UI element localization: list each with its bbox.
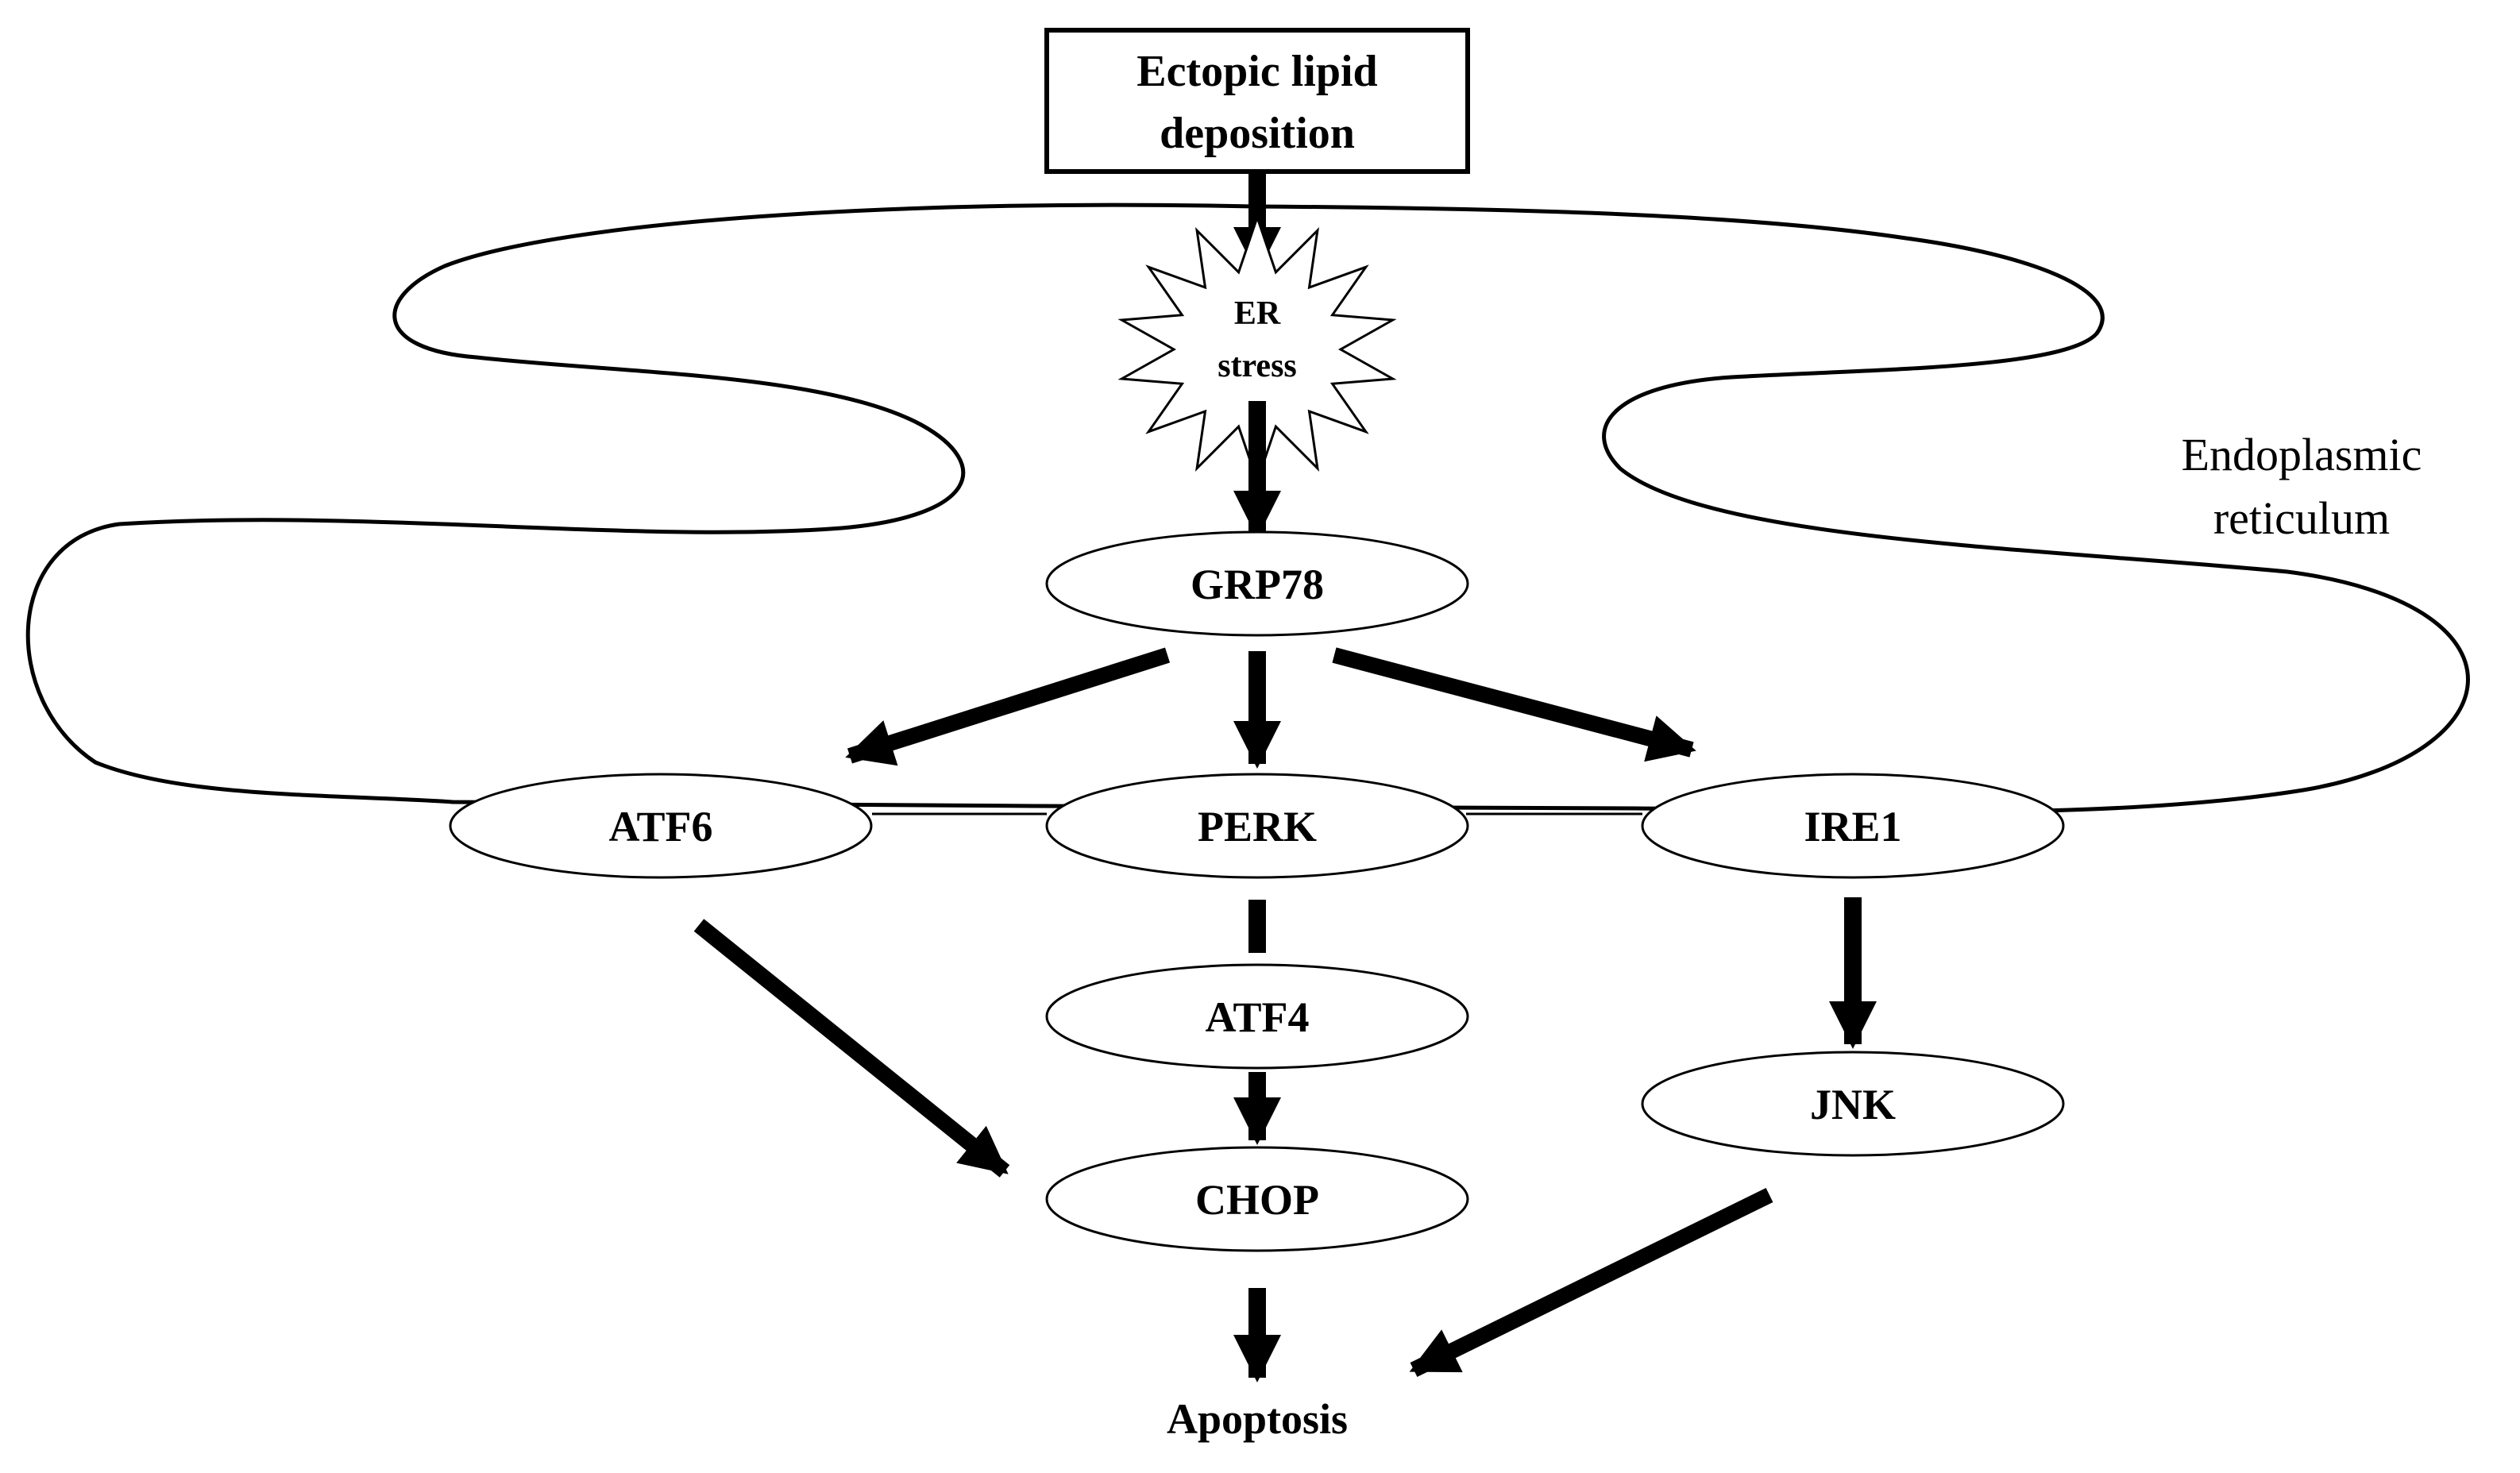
chop-label: CHOP (1195, 1176, 1319, 1224)
arrow-grp78-to-ire1 (1332, 647, 1696, 762)
source-box-line2: deposition (1160, 109, 1355, 158)
node-grp78: GRP78 (1045, 530, 1469, 637)
node-atf4: ATF4 (1045, 963, 1469, 1070)
atf4-label: ATF4 (1206, 993, 1310, 1041)
node-jnk: JNK (1641, 1051, 2065, 1157)
er-label-line1: Endoplasmic (2182, 429, 2422, 480)
er-label-line2: reticulum (2213, 492, 2390, 544)
perk-label: PERK (1198, 803, 1317, 850)
node-chop: CHOP (1045, 1146, 1469, 1252)
apoptosis-label: Apoptosis (1167, 1395, 1348, 1443)
ire1-label: IRE1 (1804, 803, 1901, 850)
source-box-line1: Ectopic lipid (1137, 47, 1377, 96)
arrow-atf6-to-chop (693, 919, 1010, 1178)
node-ire1: IRE1 (1641, 773, 2065, 879)
ectopic-lipid-deposition-box: Ectopic lipid deposition (1044, 28, 1470, 174)
node-atf6: ATF6 (449, 773, 873, 879)
er-stress-line2: stress (1218, 348, 1297, 384)
arrow-grp78-to-atf6 (845, 647, 1171, 766)
atf6-label: ATF6 (609, 803, 713, 850)
node-perk: PERK (1045, 773, 1469, 879)
arrow-jnk-to-apoptosis (1409, 1188, 1773, 1377)
grp78-label: GRP78 (1191, 561, 1324, 608)
er-stress-burst: ER stress (1117, 214, 1397, 485)
jnk-label: JNK (1810, 1081, 1896, 1128)
er-membrane-outline (25, 202, 2470, 814)
er-stress-line1: ER (1234, 295, 1281, 332)
